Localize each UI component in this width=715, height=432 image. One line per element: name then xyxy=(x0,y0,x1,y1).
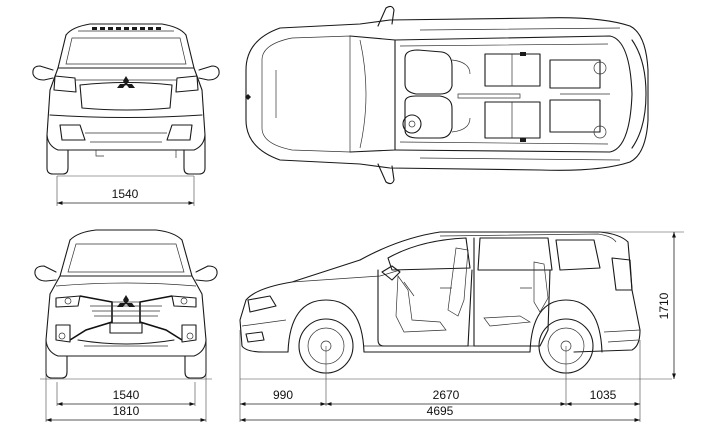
side-view xyxy=(239,231,641,374)
rear-overhang-label: 1035 xyxy=(590,388,617,402)
top-view xyxy=(245,5,649,185)
front-track-label: 1540 xyxy=(113,388,140,402)
overall-width-label: 1810 xyxy=(113,404,140,418)
overall-height-label: 1710 xyxy=(657,292,671,319)
dimension-lines xyxy=(40,175,684,422)
rear-track-label: 1540 xyxy=(112,187,139,201)
overall-length-label: 4695 xyxy=(427,404,454,418)
rear-view xyxy=(32,23,220,175)
wheelbase-label: 2670 xyxy=(433,388,460,402)
front-view xyxy=(34,229,218,379)
front-overhang-label: 990 xyxy=(273,388,293,402)
